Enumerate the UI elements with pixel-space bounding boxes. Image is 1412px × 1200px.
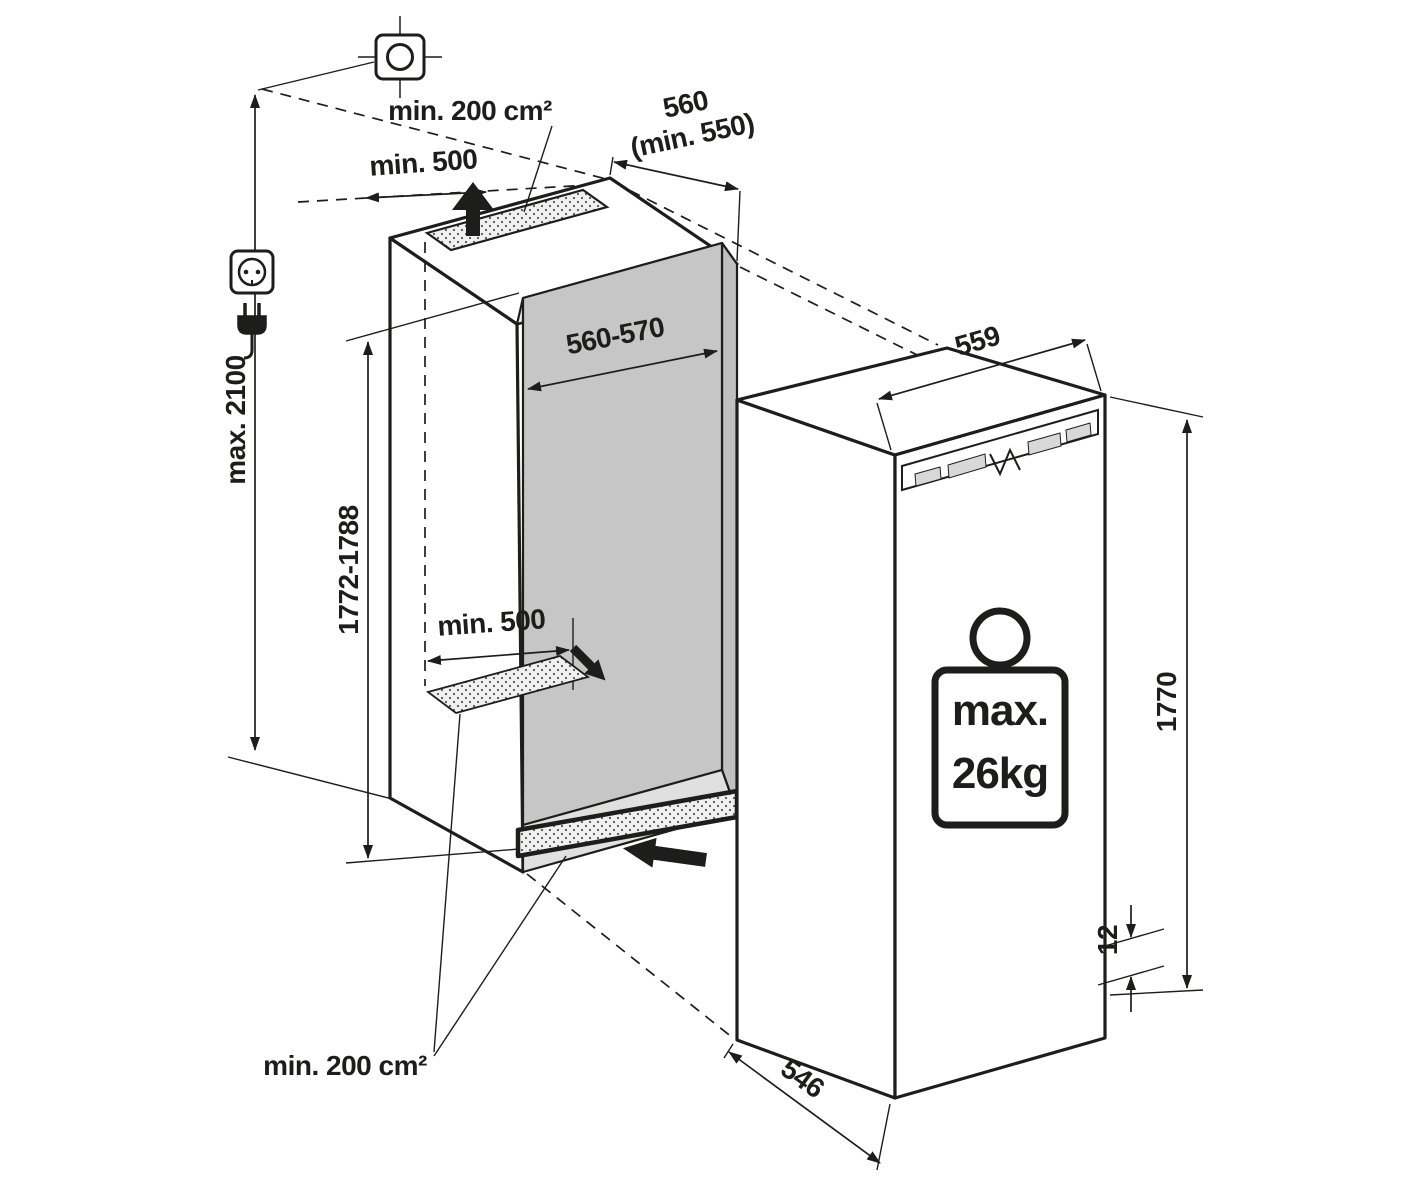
dim-bottom-gap: 12 [1092, 905, 1165, 1012]
airflow-bottom-arrow-icon [622, 837, 707, 868]
ceiling-datum-icon [358, 16, 442, 98]
floor-vent-area [425, 655, 591, 714]
power-socket-icon [229, 249, 275, 295]
dim-top-clearance: min. 500 [365, 143, 487, 203]
top-vent: min. 200 cm² [388, 95, 610, 252]
appliance: max. 26kg [735, 346, 1107, 1100]
weight-value-label: 26kg [952, 749, 1048, 798]
appliance-width-label: 559 [951, 320, 1003, 362]
bottom-vent-area-callout: min. 200 cm² [263, 713, 567, 1081]
bottom-vent-area-label: min. 200 cm² [263, 1050, 427, 1081]
inner-clearance: min. 500 [424, 242, 606, 714]
dim-appliance-height: 1770 [1109, 396, 1204, 996]
top-vent-area-label: min. 200 cm² [388, 95, 552, 126]
niche-height-label: 1772-1788 [333, 505, 364, 634]
appliance-left-side [735, 398, 897, 1100]
inner-clearance-label: min. 500 [436, 603, 546, 641]
appliance-height-label: 1770 [1151, 672, 1182, 732]
dim-niche-height: 1772-1788 [333, 292, 520, 864]
weight-prefix-label: max. [952, 686, 1048, 735]
weight-icon: max. 26kg [931, 607, 1069, 829]
airflow-small-arrow-icon [569, 644, 606, 681]
niche-left-panel [388, 236, 525, 874]
ceiling-height-label: max. 2100 [220, 355, 251, 484]
airflow-up-arrow-icon [452, 182, 494, 236]
top-clearance-label: min. 500 [368, 143, 478, 181]
niche-structure [388, 176, 739, 874]
power-plug-icon [237, 303, 267, 360]
niche-right-inner-wall [720, 241, 739, 814]
bottom-gap-label: 12 [1092, 925, 1123, 955]
control-panel [901, 408, 1099, 492]
